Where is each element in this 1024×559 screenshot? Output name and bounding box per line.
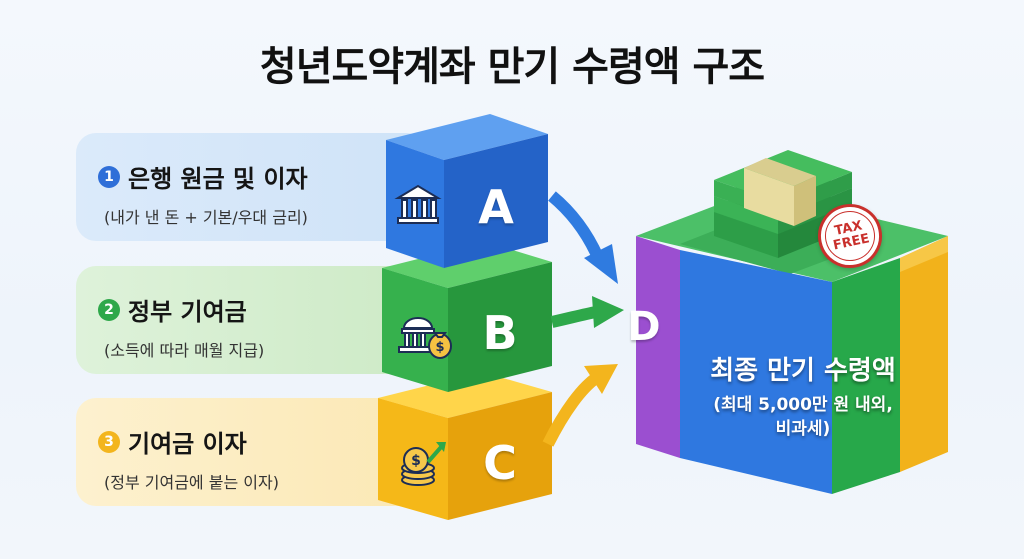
final-title: 최종 만기 수령액 — [710, 356, 896, 386]
coins-growth-icon: $ — [401, 442, 446, 486]
svg-text:$: $ — [411, 453, 421, 469]
final-note: (최대 5,000만 원 내외, 비과세) — [668, 393, 938, 441]
cash-stack-icon — [714, 150, 852, 258]
cube-a-letter: A — [478, 180, 514, 234]
svg-text:$: $ — [435, 340, 444, 355]
component-title: 기여금 이자 — [128, 430, 247, 458]
number-badge: 3 — [98, 430, 120, 453]
bank-icon — [394, 184, 442, 224]
government-money-bag-icon: $ — [398, 317, 452, 359]
component-card-a: 1 은행 원금 및 이자 (내가 낸 돈 + 기본/우대 금리) — [76, 133, 426, 241]
final-note-line-2: 비과세) — [775, 419, 831, 439]
final-amount-label: 최종 만기 수령액 (최대 5,000만 원 내외, 비과세) — [668, 350, 938, 441]
cube-b-letter: B — [482, 306, 518, 360]
component-title: 정부 기여금 — [128, 298, 247, 326]
component-subtitle: (내가 낸 돈 + 기본/우대 금리) — [104, 208, 308, 227]
component-subtitle: (정부 기여금에 붙는 이자) — [104, 473, 279, 492]
arrow-a-to-d — [548, 191, 618, 284]
cube-d-letter: D — [627, 304, 661, 350]
component-subtitle: (소득에 따라 매월 지급) — [104, 341, 265, 360]
component-card-b: 2 정부 기여금 (소득에 따라 매월 지급) — [76, 266, 426, 374]
number-badge: 2 — [98, 298, 120, 321]
cube-c-letter: C — [483, 436, 517, 490]
component-title: 은행 원금 및 이자 — [128, 165, 308, 193]
component-card-c: 3 기여금 이자 (정부 기여금에 붙는 이자) — [76, 398, 426, 506]
arrow-c-to-d — [542, 364, 618, 447]
number-badge: 1 — [98, 165, 120, 188]
page-title: 청년도약계좌 만기 수령액 구조 — [259, 44, 765, 90]
final-note-line-1: (최대 5,000만 원 내외, — [713, 395, 893, 415]
arrow-b-to-d — [550, 296, 624, 328]
cube-a — [386, 114, 548, 268]
